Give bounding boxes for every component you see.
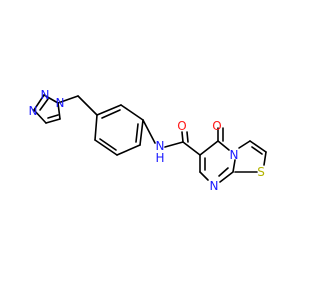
bond	[249, 140, 267, 153]
bond	[33, 109, 47, 124]
thiazole-ring	[234, 140, 267, 173]
bond	[94, 114, 98, 141]
atom-labels: N N N N H O O N N S	[29, 88, 265, 193]
bond-double-inner	[47, 114, 59, 119]
triazole-ring	[33, 94, 61, 124]
bond	[96, 104, 122, 116]
atom-label-n: N	[230, 148, 239, 162]
bond-nh-c	[164, 141, 184, 148]
bond-co	[181, 131, 184, 143]
bond-double-inner	[99, 138, 117, 151]
bond-double-inner	[251, 146, 263, 155]
structure-canvas: N N N N H O O N N S	[29, 88, 267, 193]
bond-co-double	[186, 131, 189, 143]
bond-double-inner	[101, 109, 121, 119]
bond	[199, 171, 209, 181]
bond	[33, 94, 45, 111]
bond	[219, 171, 234, 183]
bond	[45, 118, 61, 124]
bond-ring-nh	[142, 119, 156, 144]
atom-label-o: O	[212, 119, 221, 133]
bond-n-ch2	[57, 95, 79, 104]
bond	[43, 94, 59, 104]
atom-label-h: H	[155, 151, 164, 165]
atom-label-o: O	[177, 119, 186, 133]
bond-double-inner	[218, 167, 229, 177]
bond	[116, 144, 141, 156]
atom-label-n: N	[29, 104, 38, 118]
atom-label-n: N	[156, 139, 165, 153]
bond	[139, 119, 144, 146]
benzene-ring	[94, 104, 144, 156]
bond	[199, 140, 219, 156]
atom-label-n: N	[56, 96, 65, 110]
bond	[238, 140, 251, 149]
bond-ch2-ring	[77, 95, 98, 116]
bond	[94, 139, 118, 156]
bond-double-inner	[39, 98, 49, 111]
bond	[263, 151, 267, 166]
bond	[232, 159, 236, 173]
bond	[120, 104, 144, 121]
bond-c-ring	[182, 141, 201, 156]
atom-label-n: N	[41, 88, 50, 102]
atom-label-n: N	[210, 179, 219, 193]
atom-label-s: S	[257, 165, 265, 179]
bond	[57, 102, 61, 120]
bond-double-inner	[135, 123, 139, 143]
pyrimidine-ring	[199, 140, 236, 183]
molecule-diagram: N N N N H O O N N S	[29, 88, 267, 193]
bond	[217, 140, 230, 151]
